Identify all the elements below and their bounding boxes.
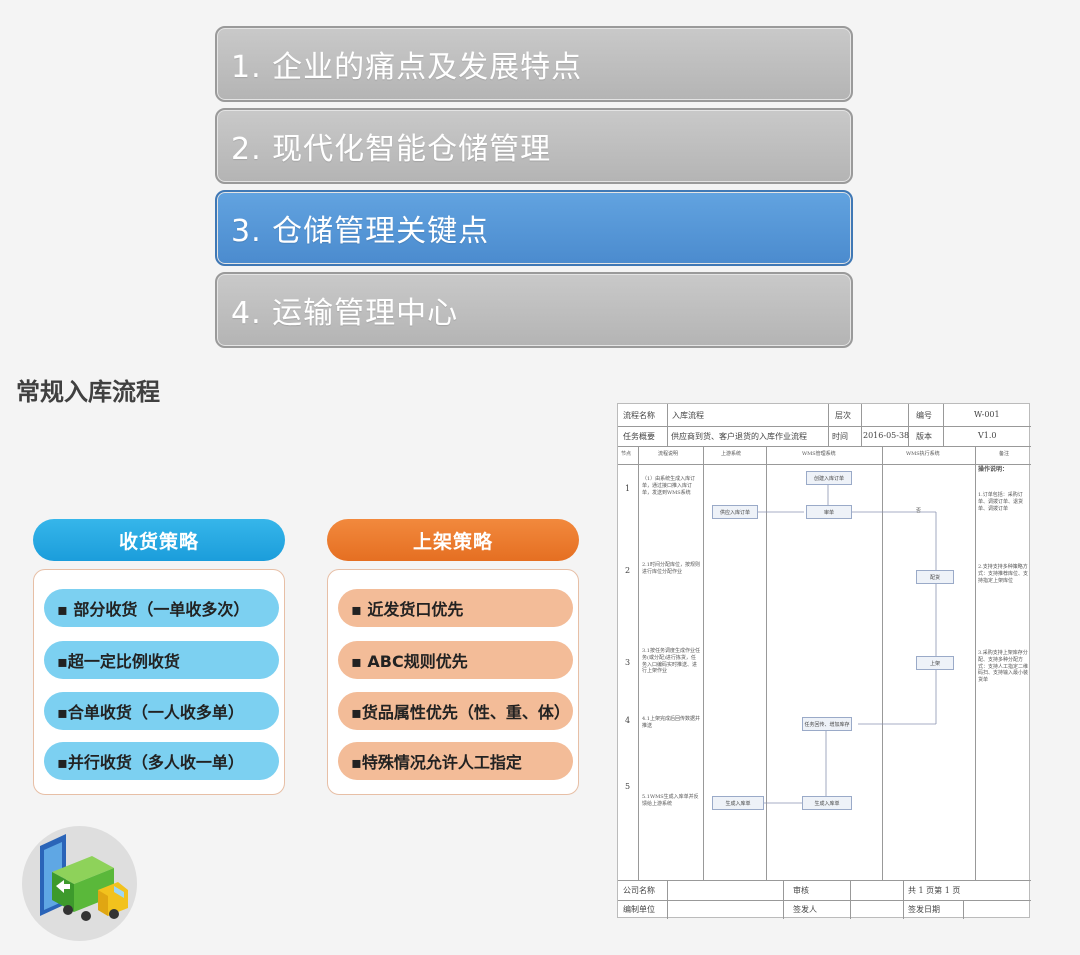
truck-icon-background bbox=[22, 826, 137, 941]
doc-code-label: 编号 bbox=[916, 411, 932, 420]
node-description: 2.1时间分配库位，按规则进行库位分配作业 bbox=[642, 562, 700, 575]
inbound-flow-document: 流程名称 入库流程 层次 编号 W-001 任务概要 供应商到货、客户退货的入库… bbox=[617, 403, 1031, 919]
node-description: 4.1上架完成后回传数据并推送 bbox=[642, 716, 700, 729]
menu-item-3-active[interactable]: 3. 仓储管理关键点 bbox=[215, 190, 853, 266]
node-number: 3 bbox=[625, 658, 631, 667]
footer-company-label: 公司名称 bbox=[623, 886, 655, 895]
node-number: 5 bbox=[625, 782, 631, 791]
doc-version-label: 版本 bbox=[916, 432, 932, 441]
menu-item-label: 4. 运输管理中心 bbox=[231, 296, 459, 331]
footer-date-label: 签发日期 bbox=[908, 905, 940, 914]
node-number: 1 bbox=[625, 484, 631, 493]
doc-code-value: W-001 bbox=[974, 410, 1000, 419]
remark-text: 3.采购支持上架库存分配、支持多种分配方式：支持人工指定二维码扫、支持输入最小装… bbox=[978, 650, 1029, 683]
putaway-strategy-header: 上架策略 bbox=[327, 519, 579, 561]
receiving-item: ▪超一定比例收货 bbox=[44, 641, 279, 679]
flow-connectors bbox=[756, 485, 937, 804]
node-review: 审单 bbox=[806, 505, 852, 519]
receiving-item: ▪ 部分收货（一单收多次） bbox=[44, 589, 279, 627]
section-title: 常规入库流程 bbox=[16, 378, 160, 406]
putaway-item: ▪ 近发货口优先 bbox=[338, 589, 573, 627]
node-sync-order: 供应入库订单 bbox=[712, 505, 758, 519]
footer-pages: 共 1 页第 1 页 bbox=[908, 886, 961, 895]
footer-review-label: 审核 bbox=[793, 886, 809, 895]
node-description: 3.1按任务调度生成作业任务(或分配)进行拣货，任务入口编码实时推送、进行上架作… bbox=[642, 648, 700, 675]
col-upstream: 上游系统 bbox=[721, 451, 742, 457]
branch-label: 否 bbox=[916, 508, 922, 514]
col-wms-exec: WMS执行系统 bbox=[906, 451, 940, 457]
putaway-item: ▪货品属性优先（性、重、体） bbox=[338, 692, 573, 730]
putaway-item: ▪特殊情况允许人工指定 bbox=[338, 742, 573, 780]
node-gen-receipt: 生成入库单 bbox=[802, 796, 852, 810]
receiving-item: ▪合单收货（一人收多单） bbox=[44, 692, 279, 730]
receiving-strategy-box: ▪ 部分收货（一单收多次） ▪超一定比例收货 ▪合单收货（一人收多单） ▪并行收… bbox=[33, 569, 285, 795]
node-number: 4 bbox=[625, 716, 631, 725]
receiving-item: ▪并行收货（多人收一单） bbox=[44, 742, 279, 780]
node-number: 2 bbox=[625, 566, 631, 575]
col-remark: 备注 bbox=[999, 451, 1010, 457]
doc-time-label: 时间 bbox=[832, 432, 848, 441]
menu-item-label: 3. 仓储管理关键点 bbox=[231, 214, 490, 249]
doc-summary-label: 任务概要 bbox=[623, 432, 655, 441]
doc-level-label: 层次 bbox=[835, 411, 851, 420]
menu-item-label: 1. 企业的痛点及发展特点 bbox=[231, 50, 583, 85]
menu-item-4[interactable]: 4. 运输管理中心 bbox=[215, 272, 853, 348]
receiving-strategy-header: 收货策略 bbox=[33, 519, 285, 561]
node-create-order: 创建入库订单 bbox=[806, 471, 852, 485]
remark-text: 2.支持支持多种策略方式：支持推荐库位、支持指定上架库位 bbox=[978, 564, 1029, 584]
col-desc: 流程说明 bbox=[658, 451, 679, 457]
doc-name-label: 流程名称 bbox=[623, 411, 655, 420]
footer-issuer-label: 签发人 bbox=[793, 905, 817, 914]
doc-version-value: V1.0 bbox=[978, 431, 997, 440]
remark-text: 1.订单包括：采购订单、调拨订单、退货单、调拨订单 bbox=[978, 492, 1024, 512]
menu-item-2[interactable]: 2. 现代化智能仓储管理 bbox=[215, 108, 853, 184]
doc-summary-value: 供应商到货、客户退货的入库作业流程 bbox=[671, 432, 807, 441]
col-node: 节点 bbox=[621, 451, 632, 457]
menu-item-1[interactable]: 1. 企业的痛点及发展特点 bbox=[215, 26, 853, 102]
truck-icon bbox=[40, 834, 128, 921]
node-feedback: 任务回传、增加库存 bbox=[802, 717, 852, 731]
node-description: （1）由系统生成入库订单，通过接口推入库订单，发送到WMS系统 bbox=[642, 476, 696, 496]
node-description: 5.1WMS生成入库单并反馈给上游系统 bbox=[642, 794, 699, 807]
footer-dept-label: 编制单位 bbox=[623, 905, 655, 914]
remark-title: 操作说明： bbox=[978, 466, 1009, 473]
putaway-item: ▪ ABC规则优先 bbox=[338, 641, 573, 679]
node-upstream-receipt: 生成入库单 bbox=[712, 796, 764, 810]
menu-item-label: 2. 现代化智能仓储管理 bbox=[231, 132, 552, 167]
doc-name-value: 入库流程 bbox=[672, 411, 704, 420]
node-putaway: 上架 bbox=[916, 656, 954, 670]
col-wms-mgmt: WMS管理系统 bbox=[802, 451, 836, 457]
node-allocate: 配货 bbox=[916, 570, 954, 584]
putaway-strategy-box: ▪ 近发货口优先 ▪ ABC规则优先 ▪货品属性优先（性、重、体） ▪特殊情况允… bbox=[327, 569, 579, 795]
doc-time-value: 2016-05-38 bbox=[863, 431, 910, 440]
